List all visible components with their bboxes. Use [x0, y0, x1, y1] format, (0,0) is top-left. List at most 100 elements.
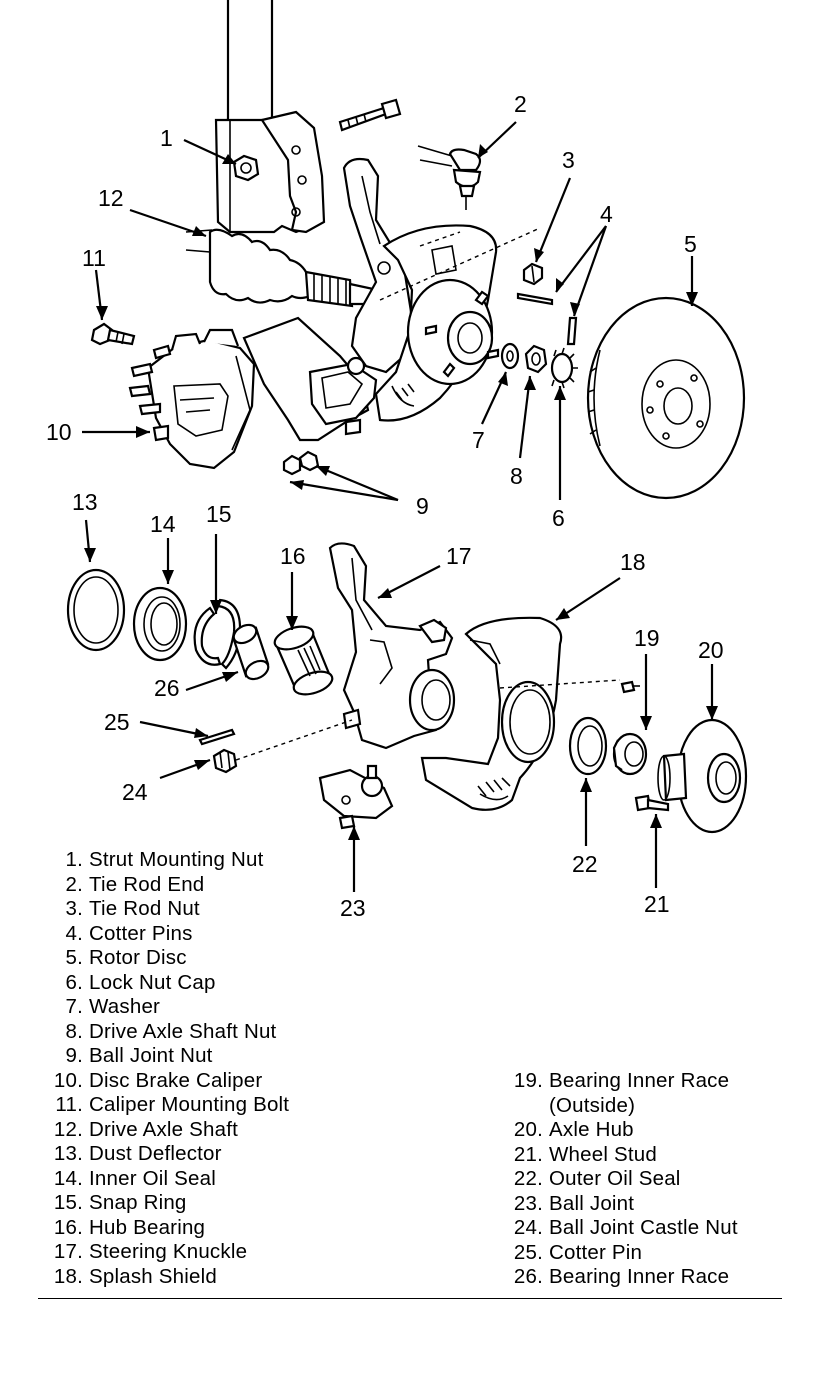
dust-deflector — [66, 568, 126, 652]
cotter-pins — [516, 292, 578, 346]
tie-rod-nut — [522, 262, 544, 286]
legend-label: Ball Joint — [549, 1191, 635, 1215]
legend-item: 24. Ball Joint Castle Nut — [500, 1216, 800, 1241]
steering-knuckle — [328, 542, 456, 750]
strut-assembly — [214, 0, 326, 234]
callout-12: 12 — [98, 185, 124, 211]
callout-25: 25 — [104, 709, 130, 735]
callout-23-overflow: 23 — [340, 895, 366, 920]
legend-item: 10. Disc Brake Caliper — [40, 1069, 460, 1094]
legend-left-column: 1. Strut Mounting Nut 2. Tie Rod End 3. … — [40, 848, 460, 1289]
axle-alignment-line — [379, 227, 541, 301]
callout-13: 13 — [72, 489, 98, 515]
caliper-mounting-bolt — [90, 322, 136, 346]
legend-number: 1. — [65, 848, 83, 871]
callout-17: 17 — [446, 543, 472, 569]
callout-15: 15 — [206, 501, 232, 527]
legend-label: Bearing Inner Race — [549, 1265, 730, 1288]
legend-label: Drive Axle Shaft Nut — [89, 1019, 277, 1043]
callout-24: 24 — [122, 779, 148, 805]
disc-brake-caliper — [128, 328, 256, 470]
ball-joint-nuts — [282, 450, 320, 476]
callout-20: 20 — [698, 637, 724, 663]
callout-7: 7 — [472, 427, 485, 453]
legend-label: Snap Ring — [89, 1191, 187, 1214]
hub-bearing — [273, 625, 334, 696]
lower-arm-installed — [242, 316, 378, 442]
legend-label: Hub Bearing — [89, 1215, 206, 1239]
rotor-disc — [586, 296, 746, 500]
hub-installed — [406, 278, 500, 386]
legend-item: (Outside) — [500, 1094, 800, 1119]
legend-item: 15. Snap Ring — [40, 1191, 460, 1216]
callout-3: 3 — [562, 147, 575, 173]
legend-item: 2. Tie Rod End — [40, 873, 460, 898]
callout-5: 5 — [684, 231, 697, 257]
axle-hub — [657, 718, 748, 834]
legend-label: Steering Knuckle — [89, 1240, 248, 1263]
legend-number: 13. — [53, 1142, 83, 1165]
legend-item: 21. Wheel Stud — [500, 1143, 800, 1168]
legend-item: 16. Hub Bearing — [40, 1216, 460, 1241]
legend-item: 7. Washer — [40, 995, 460, 1020]
leader-lines — [82, 121, 714, 850]
splash-shield-bolt — [620, 680, 640, 694]
legend-number: 10. — [53, 1068, 83, 1092]
callout-2: 2 — [514, 91, 527, 117]
front-hub-exploded-diagram: 1 2 3 4 5 6 7 8 9 10 11 12 13 14 15 16 1… — [46, 0, 748, 850]
legend-item: 26. Bearing Inner Race — [500, 1265, 800, 1290]
callout-8: 8 — [510, 463, 523, 489]
legend-item: 25. Cotter Pin — [500, 1241, 800, 1266]
ball-joint-castle-nut — [212, 748, 238, 774]
tie-rod-end — [417, 145, 482, 210]
bearing-inner-race — [232, 623, 270, 681]
legend-number: 14. — [53, 1166, 83, 1190]
legend-number: 15. — [53, 1191, 83, 1214]
strut-mounting-nut — [232, 154, 260, 182]
legend-number: 25. — [513, 1240, 543, 1264]
legend-label: Dust Deflector — [89, 1142, 222, 1165]
legend-number: 16. — [53, 1215, 83, 1239]
callout-16: 16 — [280, 543, 306, 569]
legend-number: 2. — [65, 872, 83, 896]
legend-item: 17. Steering Knuckle — [40, 1240, 460, 1265]
legend-item: 18. Splash Shield — [40, 1265, 460, 1290]
legend-number: 18. — [53, 1264, 83, 1288]
wheel-stud — [634, 794, 670, 812]
legend-label: Inner Oil Seal — [89, 1166, 217, 1190]
legend-number: 3. — [65, 897, 83, 920]
legend-number — [500, 1094, 549, 1119]
lower-callout-overflow: 21 22 23 — [340, 850, 670, 920]
callout-9: 9 — [416, 493, 429, 519]
legend-item: 11. Caliper Mounting Bolt — [40, 1093, 460, 1118]
legend-number: 19. — [513, 1069, 543, 1092]
callout-19: 19 — [634, 625, 660, 651]
legend-item: 20. Axle Hub — [500, 1118, 800, 1143]
legend-label: Cotter Pin — [549, 1240, 643, 1264]
steering-knuckle-installed — [342, 157, 414, 374]
callout-18: 18 — [620, 549, 646, 575]
callout-14: 14 — [150, 511, 176, 537]
legend-number: 6. — [65, 970, 83, 994]
legend-label: Disc Brake Caliper — [89, 1068, 263, 1092]
legend-label: Lock Nut Cap — [89, 970, 216, 994]
legend-number: 22. — [513, 1167, 543, 1190]
lock-nut-cap — [550, 347, 578, 389]
callout-numbers: 1 2 3 4 5 6 7 8 9 10 11 12 13 14 15 16 1… — [46, 91, 724, 805]
inner-oil-seal — [132, 586, 188, 662]
leader-arrowheads — [84, 144, 718, 840]
legend-number: 26. — [513, 1265, 543, 1288]
legend-label: Washer — [89, 995, 161, 1018]
callout-6: 6 — [552, 505, 565, 531]
legend-item: 5. Rotor Disc — [40, 946, 460, 971]
legend-item: 12. Drive Axle Shaft — [40, 1118, 460, 1143]
legend-label: Drive Axle Shaft — [89, 1117, 239, 1141]
legend-label: Tie Rod Nut — [89, 897, 200, 920]
legend-number: 17. — [53, 1240, 83, 1263]
legend-number: 9. — [65, 1044, 83, 1067]
callout-21-overflow: 21 — [644, 891, 670, 917]
legend-label: Ball Joint Nut — [89, 1044, 213, 1067]
legend-item: 22. Outer Oil Seal — [500, 1167, 800, 1192]
callout-11: 11 — [82, 245, 106, 271]
legend-item: 4. Cotter Pins — [40, 922, 460, 947]
